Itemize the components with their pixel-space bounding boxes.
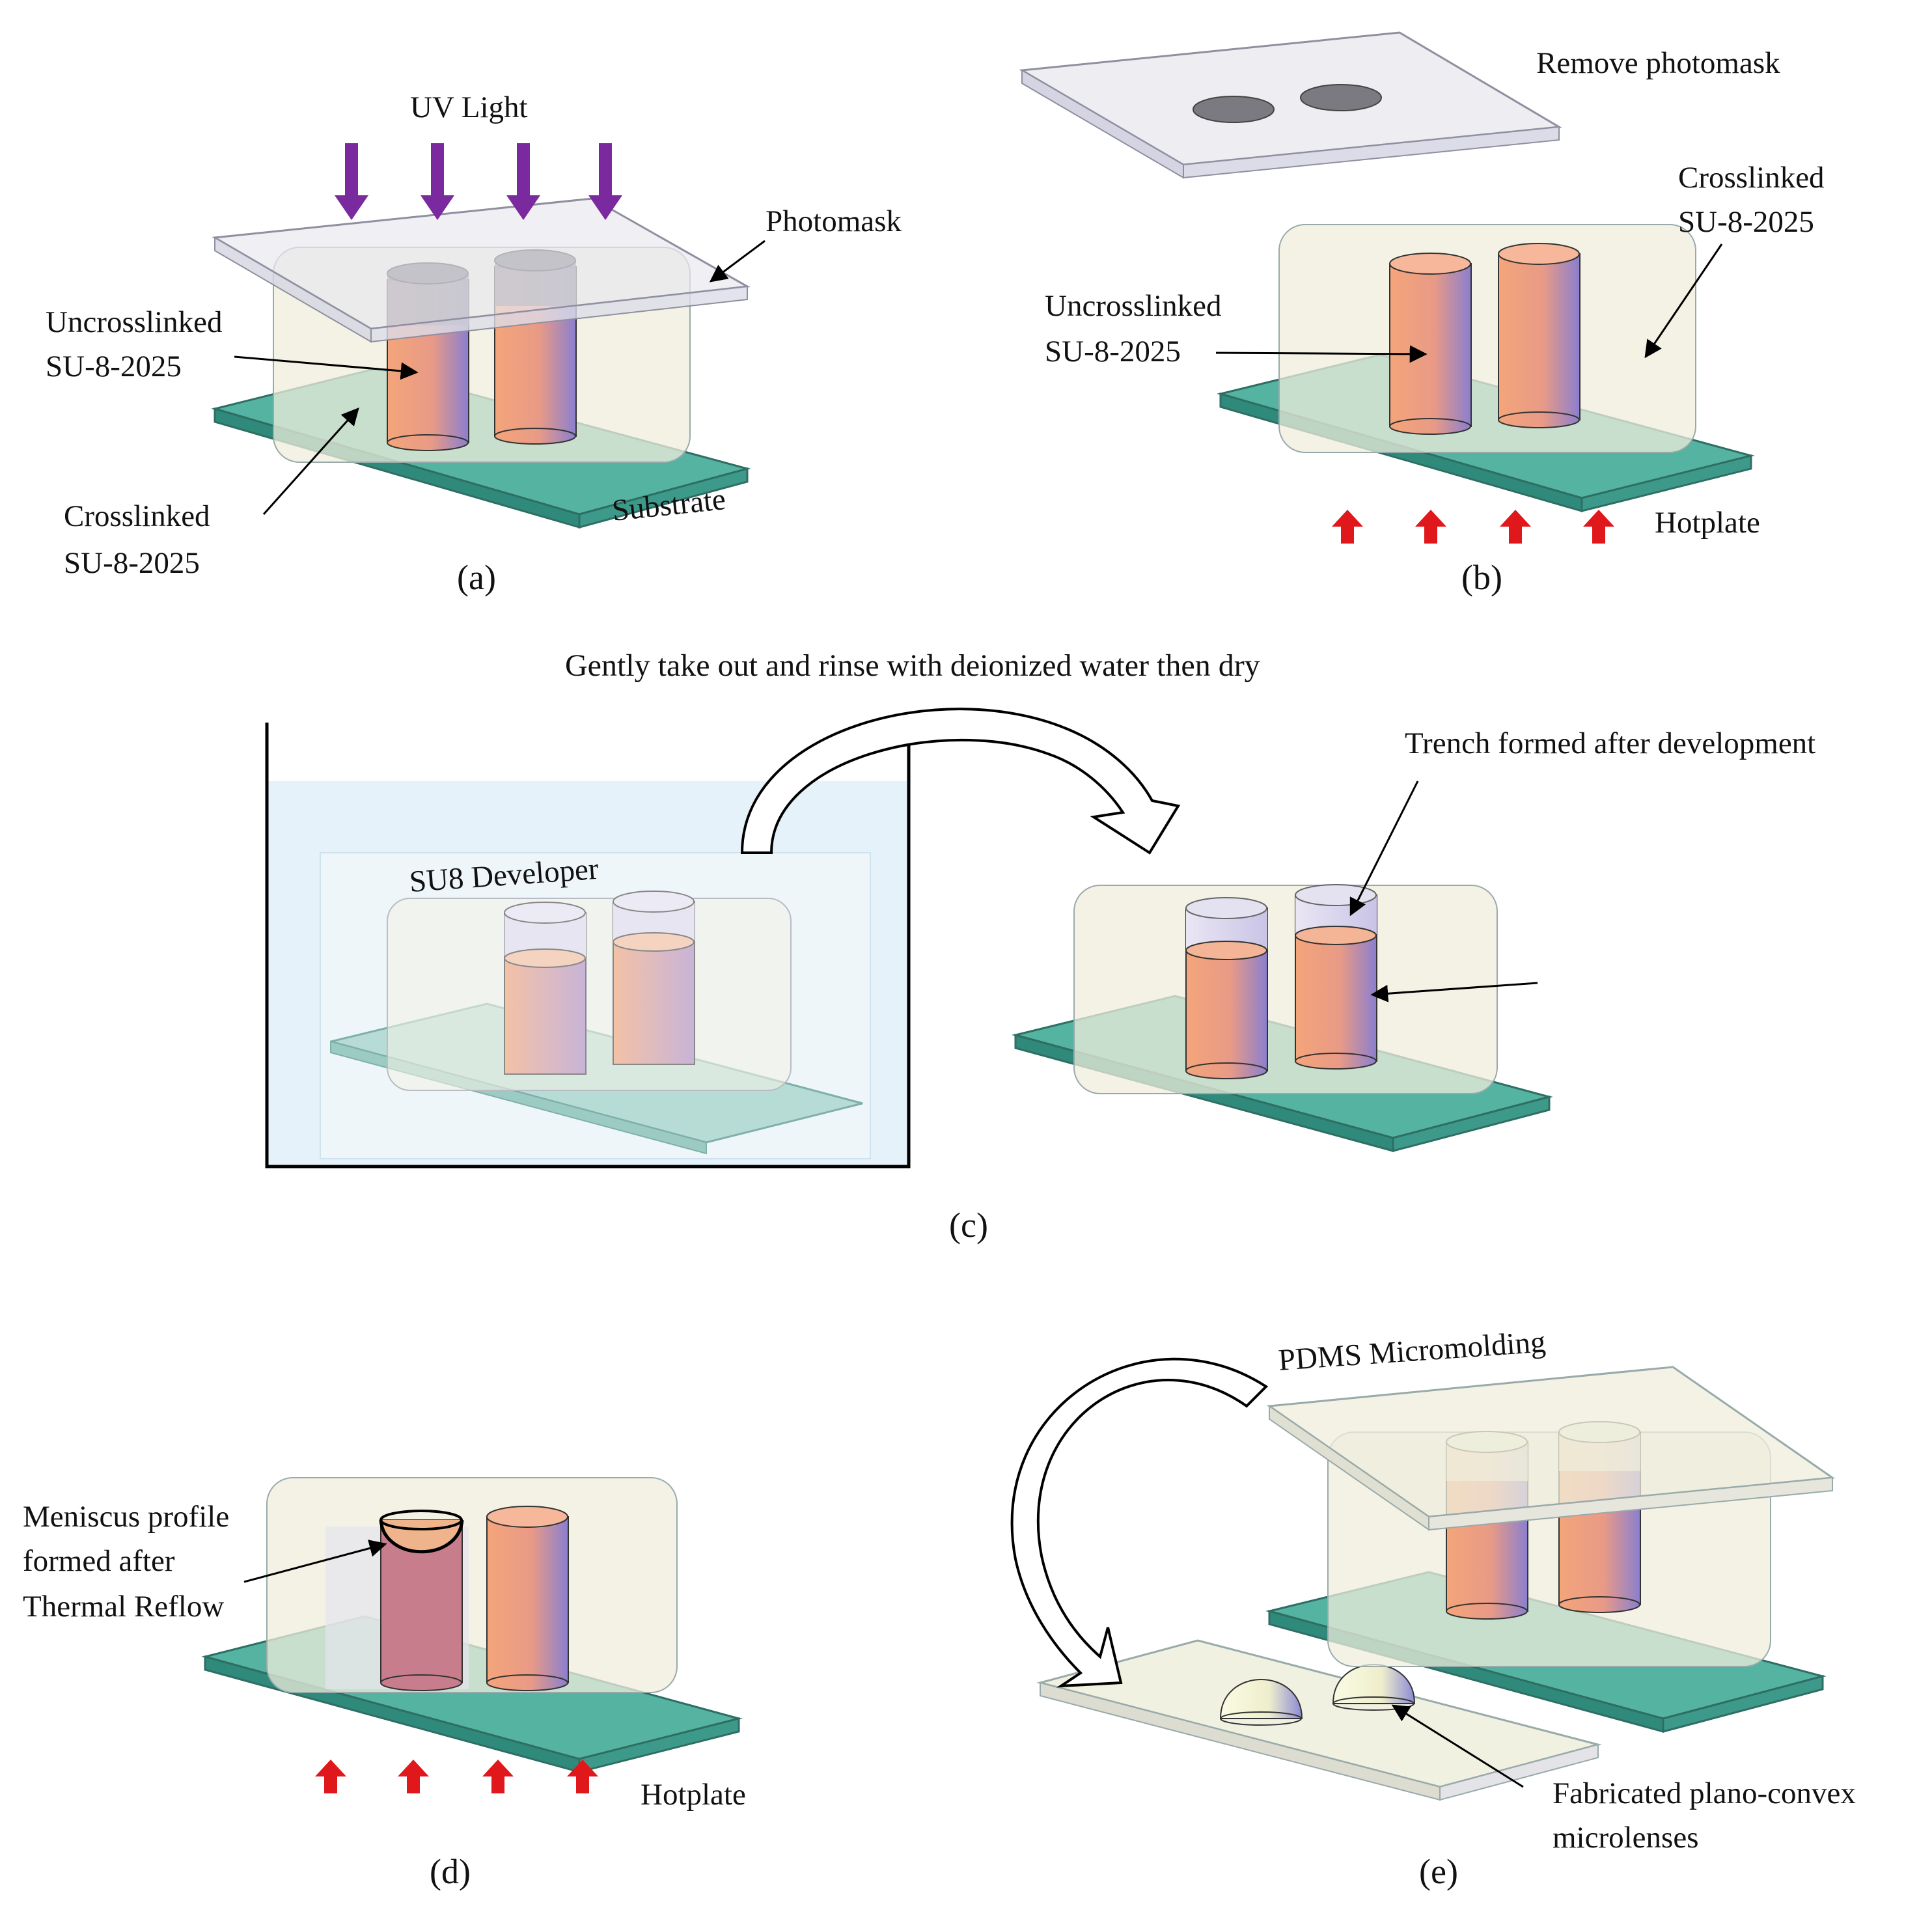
uv-arrows (335, 143, 622, 220)
heat-arrows (1332, 510, 1614, 544)
remove-photomask-label: Remove photomask (1536, 46, 1780, 80)
uncrosslinked-label: Uncrosslinked (46, 305, 223, 339)
hotplate-label: Hotplate (641, 1778, 746, 1812)
panel-b: Remove photomask Crosslinked SU-8-2025 U… (1019, 31, 1825, 597)
hollow-curved-arrow (740, 708, 1181, 855)
uncrosslinked-label: Uncrosslinked (1045, 289, 1222, 323)
heat-arrow (398, 1760, 429, 1793)
caption-d: (d) (430, 1852, 471, 1891)
microlens (1219, 1679, 1303, 1719)
panel-c: SU8 Developer Gently take out and rinse … (265, 648, 1815, 1245)
caption-b: (b) (1461, 558, 1502, 597)
heat-arrows (315, 1760, 598, 1793)
trench-label: Trench formed after development (1405, 726, 1815, 760)
caption-c: (c) (949, 1206, 988, 1245)
heat-arrow (1583, 510, 1614, 544)
meniscus-label-3: Thermal Reflow (23, 1590, 224, 1624)
panel-e: PDMS Micromolding Fabricated plano-conve… (1010, 1325, 1856, 1891)
heat-arrow (1332, 510, 1363, 544)
uv-arrow (421, 143, 454, 220)
uv-arrow (506, 143, 540, 220)
uncrosslinked-label-2: SU-8-2025 (46, 350, 182, 383)
uv-arrow (335, 143, 368, 220)
crosslinked-label-2: SU-8-2025 (1678, 205, 1814, 239)
rinse-label: Gently take out and rinse with deionized… (565, 648, 1260, 683)
meniscus-label: Meniscus profile (23, 1500, 229, 1534)
pdms-label: PDMS Micromolding (1277, 1325, 1547, 1377)
photomask-label: Photomask (766, 204, 902, 238)
crosslinked-label: Crosslinked (1678, 161, 1825, 195)
hollow-curved-arrow (1010, 1357, 1269, 1688)
heat-arrow (482, 1760, 514, 1793)
heat-arrow (1500, 510, 1531, 544)
panel-d: Meniscus profile formed after Thermal Re… (23, 1477, 746, 1891)
heat-arrow (1415, 510, 1446, 544)
caption-e: (e) (1419, 1852, 1458, 1891)
uv-light-label: UV Light (410, 90, 528, 124)
hotplate-label: Hotplate (1655, 506, 1760, 540)
crosslinked-label: Crosslinked (64, 499, 210, 533)
panel-a: UV Light Photomask Uncrosslinked SU-8-20… (46, 90, 902, 597)
uncrosslinked-label-2: SU-8-2025 (1045, 335, 1181, 368)
crosslinked-label-2: SU-8-2025 (64, 546, 200, 580)
microlenses-label: Fabricated plano-convex (1552, 1776, 1856, 1810)
heat-arrow (567, 1760, 598, 1793)
microlenses-label-2: microlenses (1552, 1821, 1699, 1855)
heat-arrow (315, 1760, 346, 1793)
caption-a: (a) (457, 558, 496, 597)
uv-arrow (588, 143, 622, 220)
meniscus-label-2: formed after (23, 1544, 175, 1578)
